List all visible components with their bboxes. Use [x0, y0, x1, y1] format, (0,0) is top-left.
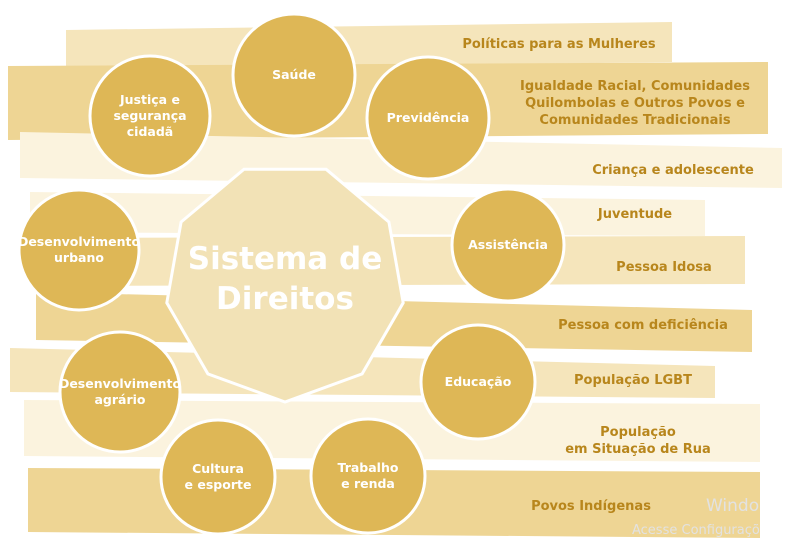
circle-label-justica: Justiça e segurança cidadã: [113, 92, 187, 139]
circle-assistencia: [450, 187, 566, 303]
ribbon-band-mulheres: [66, 22, 672, 70]
circle-saude: [231, 12, 357, 138]
circle-previdencia: [365, 55, 491, 181]
circle-cultura: [159, 418, 277, 536]
ribbon-label-lgbt: População LGBT: [574, 373, 692, 388]
ribbon-label-rua: População em Situação de Rua: [565, 425, 711, 457]
circle-label-urbano: Desenvolvimento urbano: [17, 234, 141, 265]
watermark-line-1: Windo: [706, 496, 760, 516]
ribbon-label-deficiencia: Pessoa com deficiência: [558, 318, 728, 333]
circle-label-educacao: Educação: [444, 374, 512, 389]
circle-trabalho: [309, 417, 427, 535]
ribbon-label-idosa: Pessoa Idosa: [616, 260, 712, 275]
circle-label-cultura: Cultura e esporte: [184, 461, 252, 492]
ribbon-label-mulheres: Políticas para as Mulheres: [462, 37, 656, 52]
center-title: Sistema de Direitos: [187, 241, 383, 317]
circle-label-agrario: Desenvolvimento agrário: [58, 376, 182, 407]
center-polygon: [165, 167, 405, 404]
ribbon-label-igualdade: Igualdade Racial, Comunidades Quilombola…: [520, 79, 750, 128]
circle-label-assistencia: Assistência: [468, 237, 548, 252]
circle-label-saude: Saúde: [272, 67, 316, 82]
ribbon-label-juventude: Juventude: [597, 207, 673, 222]
circle-urbano: [17, 188, 141, 312]
ribbon-label-crianca: Criança e adolescente: [592, 163, 754, 178]
ribbon-label-indigenas: Povos Indígenas: [531, 499, 651, 514]
circle-label-previdencia: Previdência: [386, 110, 470, 125]
circle-label-trabalho: Trabalho e renda: [337, 460, 399, 491]
circle-justica: [88, 54, 212, 178]
circle-agrario: [58, 330, 182, 454]
circle-educacao: [419, 323, 537, 441]
watermark-line-2: Acesse Configuraçõ: [632, 523, 760, 538]
